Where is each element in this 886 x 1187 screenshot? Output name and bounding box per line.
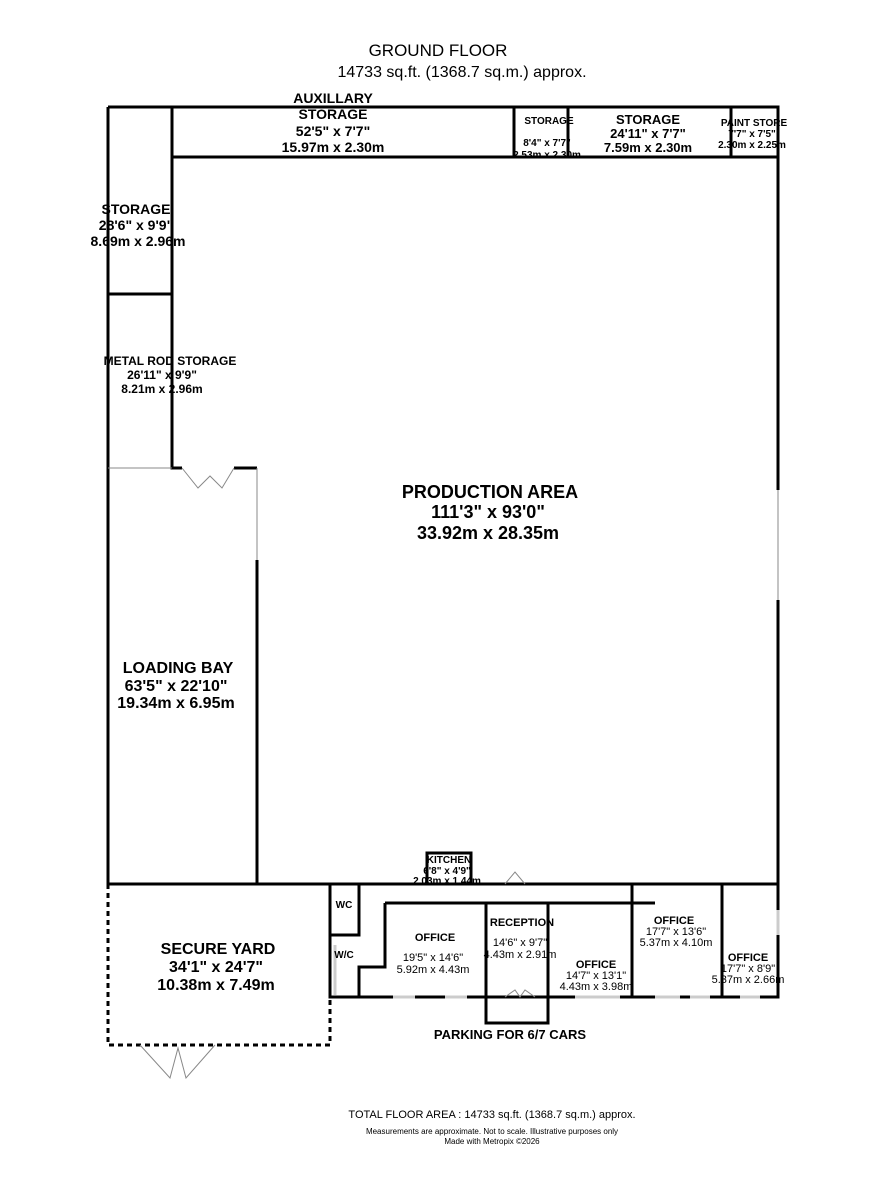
- svg-text:19'5" x 14'6": 19'5" x 14'6": [403, 952, 463, 964]
- svg-text:OFFICE: OFFICE: [654, 915, 694, 927]
- svg-text:STORAGE: STORAGE: [299, 106, 368, 122]
- svg-text:2.53m x 2.30m: 2.53m x 2.30m: [513, 150, 581, 161]
- svg-text:4.43m x 3.98m: 4.43m x 3.98m: [560, 981, 633, 993]
- svg-text:5.37m x 2.66m: 5.37m x 2.66m: [712, 974, 785, 986]
- svg-text:STORAGE: STORAGE: [102, 201, 171, 217]
- room-storage-mid: STORAGE 24'11" x 7'7" 7.59m x 2.30m: [604, 112, 692, 155]
- room-paint-store: PAINT STORE 7'7" x 7'5" 2.30m x 2.25m: [718, 118, 787, 151]
- floor-title: GROUND FLOOR: [369, 41, 508, 60]
- svg-text:19.34m x 6.95m: 19.34m x 6.95m: [117, 695, 234, 712]
- svg-text:8'4" x 7'7": 8'4" x 7'7": [523, 138, 571, 149]
- svg-text:STORAGE: STORAGE: [524, 116, 574, 127]
- room-auxillary-storage: AUXILLARY STORAGE 52'5" x 7'7" 15.97m x …: [282, 90, 385, 155]
- svg-text:33.92m x 28.35m: 33.92m x 28.35m: [417, 523, 559, 543]
- room-office-3: OFFICE 17'7" x 13'6" 5.37m x 4.10m: [640, 915, 713, 949]
- svg-text:AUXILLARY: AUXILLARY: [293, 90, 373, 106]
- room-office-1: OFFICE 19'5" x 14'6" 5.92m x 4.43m: [397, 932, 470, 976]
- room-secure-yard: SECURE YARD 34'1" x 24'7" 10.38m x 7.49m: [157, 941, 275, 994]
- disclaimer: Measurements are approximate. Not to sca…: [366, 1127, 618, 1136]
- svg-text:111'3" x 93'0": 111'3" x 93'0": [431, 502, 545, 522]
- svg-text:2.03m x 1.44m: 2.03m x 1.44m: [413, 876, 481, 887]
- svg-text:24'11" x 7'7": 24'11" x 7'7": [610, 126, 686, 141]
- room-storage-left: STORAGE 28'6" x 9'9" 8.69m x 2.96m: [91, 201, 186, 249]
- floor-area: 14733 sq.ft. (1368.7 sq.m.) approx.: [337, 64, 586, 81]
- room-production-area: PRODUCTION AREA 111'3" x 93'0" 33.92m x …: [402, 482, 578, 543]
- svg-text:OFFICE: OFFICE: [415, 932, 455, 944]
- room-office-4: OFFICE 17'7" x 8'9" 5.37m x 2.66m: [712, 952, 785, 986]
- svg-text:OFFICE: OFFICE: [576, 959, 616, 971]
- svg-text:63'5" x 22'10": 63'5" x 22'10": [125, 678, 228, 695]
- svg-text:26'11" x 9'9": 26'11" x 9'9": [127, 368, 197, 382]
- svg-text:17'7" x 13'6": 17'7" x 13'6": [646, 926, 706, 938]
- svg-text:LOADING BAY: LOADING BAY: [123, 660, 234, 677]
- svg-text:2.30m x 2.25m: 2.30m x 2.25m: [718, 140, 786, 151]
- svg-text:METAL ROD STORAGE: METAL ROD STORAGE: [104, 354, 237, 368]
- svg-text:PAINT STORE: PAINT STORE: [721, 118, 788, 129]
- svg-text:OFFICE: OFFICE: [728, 952, 768, 964]
- svg-text:52'5" x 7'7": 52'5" x 7'7": [296, 123, 370, 139]
- room-metal-rod-storage: METAL ROD STORAGE 26'11" x 9'9" 8.21m x …: [104, 354, 237, 396]
- room-loading-bay: LOADING BAY 63'5" x 22'10" 19.34m x 6.95…: [117, 660, 234, 712]
- room-wc: WC: [336, 900, 353, 911]
- room-kitchen: KITCHEN 6'8" x 4'9" 2.03m x 1.44m: [413, 855, 481, 887]
- svg-text:34'1" x 24'7": 34'1" x 24'7": [169, 959, 263, 976]
- walls: [106, 105, 780, 1080]
- room-storage-small: STORAGE 8'4" x 7'7" 2.53m x 2.30m: [513, 116, 581, 161]
- svg-text:8.69m x 2.96m: 8.69m x 2.96m: [91, 233, 186, 249]
- svg-text:5.37m x 4.10m: 5.37m x 4.10m: [640, 937, 713, 949]
- svg-text:14'6" x 9'7": 14'6" x 9'7": [493, 937, 547, 949]
- svg-text:7.59m x 2.30m: 7.59m x 2.30m: [604, 140, 692, 155]
- room-wc-2: W/C: [334, 950, 353, 961]
- svg-text:SECURE YARD: SECURE YARD: [161, 941, 276, 958]
- svg-text:8.21m x 2.96m: 8.21m x 2.96m: [121, 382, 202, 396]
- svg-text:PRODUCTION AREA: PRODUCTION AREA: [402, 482, 578, 502]
- svg-text:28'6" x 9'9": 28'6" x 9'9": [99, 217, 173, 233]
- svg-text:KITCHEN: KITCHEN: [427, 855, 471, 866]
- room-reception: RECEPTION 14'6" x 9'7" 4.43m x 2.91m: [484, 917, 557, 961]
- room-office-2: OFFICE 14'7" x 13'1" 4.43m x 3.98m: [560, 959, 633, 993]
- svg-text:15.97m x 2.30m: 15.97m x 2.30m: [282, 139, 385, 155]
- svg-text:4.43m x 2.91m: 4.43m x 2.91m: [484, 949, 557, 961]
- total-floor-area: TOTAL FLOOR AREA : 14733 sq.ft. (1368.7 …: [348, 1109, 635, 1121]
- svg-text:5.92m x 4.43m: 5.92m x 4.43m: [397, 964, 470, 976]
- made-with: Made with Metropix ©2026: [444, 1137, 540, 1146]
- parking-label: PARKING FOR 6/7 CARS: [434, 1027, 586, 1042]
- svg-text:10.38m x 7.49m: 10.38m x 7.49m: [157, 977, 274, 994]
- svg-text:RECEPTION: RECEPTION: [490, 917, 554, 929]
- svg-text:STORAGE: STORAGE: [616, 112, 680, 127]
- svg-text:7'7" x 7'5": 7'7" x 7'5": [728, 129, 776, 140]
- svg-text:6'8" x 4'9": 6'8" x 4'9": [423, 866, 471, 877]
- svg-text:14'7" x 13'1": 14'7" x 13'1": [566, 970, 626, 982]
- svg-text:17'7" x 8'9": 17'7" x 8'9": [721, 963, 775, 975]
